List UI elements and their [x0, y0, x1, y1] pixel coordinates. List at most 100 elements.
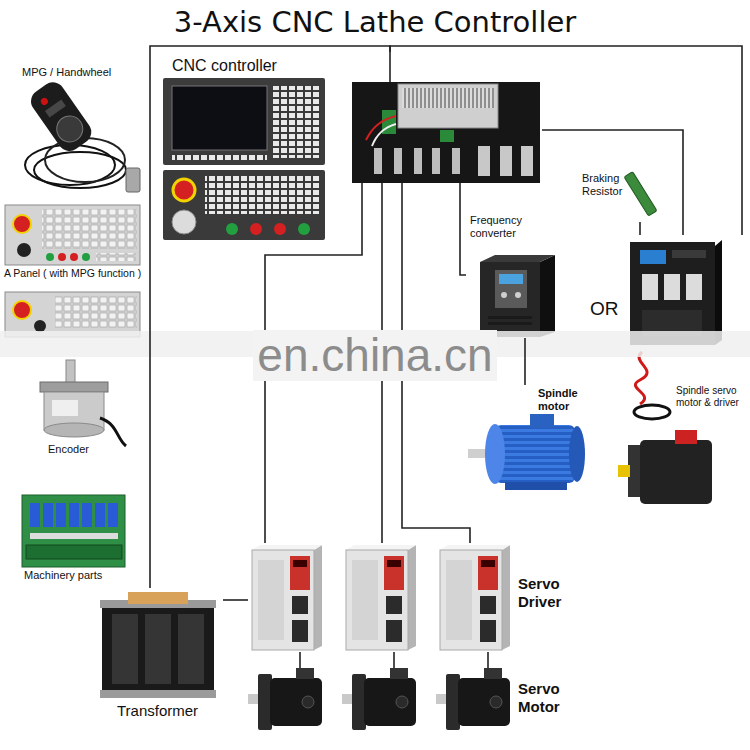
- resistor-group: Braking Resistor: [578, 168, 662, 222]
- operator-panel: [55, 296, 137, 328]
- connector-wire: [393, 652, 395, 668]
- connector-wire: [639, 222, 641, 235]
- relay-board-picture: [95, 503, 105, 527]
- controller-picture: [298, 223, 310, 235]
- relay-board-picture: [82, 503, 92, 527]
- handwheel-picture: [45, 138, 125, 182]
- resistor-picture: [624, 172, 657, 216]
- servo-motor-picture: [248, 668, 322, 730]
- operator-panel: [5, 205, 140, 265]
- controller-picture: [226, 223, 238, 235]
- back-panel-picture: [352, 82, 540, 183]
- part-caption: A Panel ( with MPG function ): [4, 267, 147, 280]
- component-label: Spindle servo motor & driver: [676, 385, 746, 409]
- component-label: Frequency converter: [470, 214, 534, 240]
- spindle-servo-picture: [634, 405, 670, 419]
- back-panel-picture: [478, 146, 490, 176]
- handwheel-picture: [26, 78, 96, 156]
- wire-stub: [381, 183, 383, 200]
- spindle-servo-picture: [635, 352, 647, 404]
- inverter-picture: [499, 274, 523, 284]
- operator-panel: [70, 253, 78, 261]
- part-caption: MPG / Handwheel: [22, 66, 137, 79]
- controller-picture: [172, 210, 196, 234]
- relay-board-picture: [43, 503, 53, 527]
- connector-wire: [299, 652, 301, 668]
- spindle-motor-picture: [495, 425, 575, 483]
- inverter-picture: [480, 255, 555, 262]
- relay-board-picture: [30, 533, 118, 539]
- encoder-picture: [40, 382, 108, 392]
- spindle-servo-picture: [640, 250, 666, 264]
- operator-panel: [13, 215, 31, 233]
- relay-board-picture: [30, 503, 40, 527]
- handwheel-picture: [25, 78, 140, 192]
- encoder-picture: [100, 418, 126, 446]
- relay-board-picture: [108, 503, 118, 527]
- servo-driver-picture: [252, 545, 322, 550]
- back-panel-picture: [414, 148, 422, 174]
- back-panel-picture: [521, 146, 533, 176]
- controller-group: CNC controller: [160, 52, 542, 200]
- servo-driver-picture: [252, 545, 322, 650]
- controller-picture: [163, 78, 325, 240]
- operator-panel: [42, 209, 137, 249]
- handwheel-picture: [26, 78, 96, 156]
- back-panel-picture: [352, 82, 540, 183]
- spindle-motor-picture: [569, 426, 585, 482]
- inverter-picture: [488, 322, 532, 325]
- spindle-servo-picture: [664, 274, 680, 300]
- spindle-motor-picture: [505, 482, 567, 490]
- component-label: CNC controller: [172, 56, 372, 75]
- encoder-picture: [52, 400, 78, 416]
- controller-picture: [163, 78, 325, 165]
- back-panel-picture: [452, 148, 460, 174]
- connector-wire: [460, 200, 466, 275]
- connector-wire: [223, 599, 248, 601]
- relay-board-picture: [22, 495, 125, 567]
- servo-motor-picture: [302, 696, 314, 708]
- inverter-group: Frequency converter: [466, 212, 558, 338]
- transformer-picture: [145, 614, 171, 684]
- back-panel-picture: [374, 148, 382, 174]
- inverter-picture: [515, 292, 521, 298]
- inverter-picture: [495, 270, 527, 308]
- spindle-motor-picture: [485, 424, 505, 484]
- servo-motor-group: Servo Motor: [248, 668, 580, 742]
- spindle-servo-picture: [715, 240, 722, 345]
- spindle-servo-picture: [672, 250, 706, 258]
- transformer-picture: [112, 614, 138, 684]
- alternative-mark: OR: [590, 298, 619, 321]
- operator-panel: [34, 320, 46, 332]
- spindle-motor-picture: [468, 414, 585, 490]
- watermark: en.china.cn: [253, 330, 496, 381]
- operator-panel: [17, 243, 31, 257]
- back-panel-picture: [398, 84, 498, 128]
- back-panel-picture: [440, 130, 454, 142]
- servo-driver-picture: [292, 596, 308, 614]
- servo-motor-picture: [270, 678, 322, 726]
- controller-picture: [173, 179, 195, 201]
- operator-panel: [82, 253, 90, 261]
- controller-picture: [250, 223, 262, 235]
- servo-driver-picture: [292, 620, 308, 642]
- part-caption: Encoder: [48, 443, 118, 456]
- diagram-title: 3-Axis CNC Lathe Controller: [0, 4, 750, 40]
- relay-board-picture: [22, 495, 125, 567]
- spindle-servo-picture: [618, 240, 722, 504]
- spindle-servo-picture: [628, 445, 642, 497]
- inverter-picture: [501, 292, 507, 298]
- spindle-servo-picture: [686, 274, 702, 300]
- servo-driver-picture: [440, 545, 510, 650]
- component-label: Braking Resistor: [582, 172, 634, 198]
- component-label: Servo Motor: [518, 680, 576, 716]
- servo-driver-picture: [290, 556, 310, 590]
- operator-panel: [96, 253, 136, 261]
- back-panel-picture: [372, 124, 396, 146]
- spindle-servo-picture: [675, 430, 697, 444]
- spindle-servo-picture: [640, 440, 712, 504]
- servo-motor-picture: [258, 674, 272, 730]
- servo-motor-picture: [296, 668, 314, 679]
- transformer-picture: [102, 608, 214, 692]
